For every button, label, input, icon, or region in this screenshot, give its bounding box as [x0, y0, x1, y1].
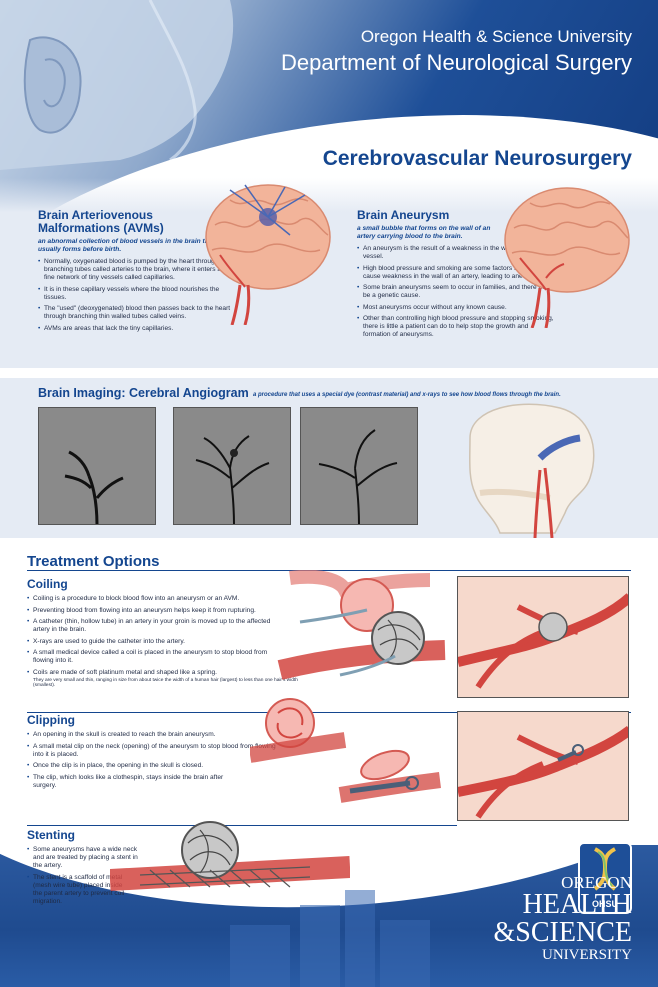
- logo-badge-text: OHSU: [591, 899, 618, 909]
- aneurysm-bullet-list: An aneurysm is the result of a weakness …: [357, 245, 557, 339]
- logo-science: &SCIENCE: [493, 917, 632, 948]
- list-item: High blood pressure and smoking are some…: [357, 265, 557, 281]
- logo-health: HEALTH: [522, 889, 632, 920]
- avm-subtitle: an abnormal collection of blood vessels …: [38, 238, 215, 253]
- list-item: Coils are made of soft platinum metal an…: [27, 669, 312, 689]
- list-item: Preventing blood from flowing into an an…: [27, 607, 312, 615]
- stenting-section: Stenting Some aneurysms have a wide neck…: [27, 828, 187, 909]
- avm-section: Brain Arteriovenous Malformations (AVMs)…: [38, 209, 308, 336]
- logo-oregon: OREGON: [561, 873, 632, 892]
- university-name: Oregon Health & Science University: [360, 27, 632, 46]
- list-item: The stent is a scaffold of metal (mesh w…: [27, 874, 127, 906]
- list-item: The "used" (deoxygenated) blood then pas…: [38, 305, 233, 321]
- stenting-divider: [27, 825, 457, 826]
- list-item: Other than controlling high blood pressu…: [357, 315, 557, 339]
- clipping-title: Clipping: [27, 713, 75, 727]
- avm-title-line2: Malformations (AVMs): [38, 221, 164, 235]
- list-item: It is in these capillary vessels where t…: [38, 286, 233, 302]
- head-profile-illustration: [0, 0, 234, 170]
- list-item: A catheter (thin, hollow tube) in an art…: [27, 618, 287, 634]
- aneurysm-subtitle: a small bubble that forms on the wall of…: [357, 225, 491, 240]
- treatment-divider: [27, 570, 631, 571]
- angiogram-image-3: [300, 407, 418, 525]
- clipping-illustration: [250, 698, 441, 803]
- clipping-section: Clipping An opening in the skull is crea…: [27, 713, 317, 793]
- coiling-section: Coiling Coiling is a procedure to block …: [27, 577, 317, 692]
- aneurysm-section: Brain Aneurysm a small bubble that forms…: [357, 209, 557, 343]
- list-item: An aneurysm is the result of a weakness …: [357, 245, 557, 261]
- ohsu-logo-badge: OHSU: [578, 842, 632, 914]
- coiling-note: They are very small and thin, ranging in…: [33, 677, 298, 689]
- imaging-title: Brain Imaging: Cerebral Angiogram: [38, 386, 249, 400]
- imaging-subtitle: a procedure that uses a special dye (con…: [253, 392, 561, 398]
- clipping-bullet-list: An opening in the skull is created to re…: [27, 731, 277, 790]
- treatment-title: Treatment Options: [27, 553, 160, 570]
- department-name: Department of Neurological Surgery: [281, 50, 632, 75]
- dna-helix-icon: [593, 847, 617, 891]
- skull-angiogram-illustration: [468, 403, 595, 538]
- logo-university: UNIVERSITY: [542, 947, 632, 963]
- stenting-title: Stenting: [27, 828, 75, 842]
- avm-title-line1: Brain Arteriovenous: [38, 208, 153, 222]
- angiogram-image-1: [38, 407, 156, 525]
- list-item: AVMs are areas that lack the tiny capill…: [38, 325, 233, 333]
- stenting-illustration: [110, 821, 350, 891]
- city-skyline-illustration: [230, 890, 430, 987]
- list-item: A small metal clip on the neck (opening)…: [27, 743, 277, 759]
- aneurysm-title: Brain Aneurysm: [357, 208, 450, 222]
- list-item: Most aneurysms occur without any known c…: [357, 304, 557, 312]
- angiogram-image-2: [173, 407, 291, 525]
- list-item: Some brain aneurysms seem to occur in fa…: [357, 284, 557, 300]
- coiling-bullet-list: Coiling is a procedure to block blood fl…: [27, 595, 312, 689]
- coiling-closeup-image: [457, 576, 629, 698]
- aneurysm-brain-illustration: [504, 187, 630, 328]
- avm-brain-illustration: [205, 184, 331, 325]
- coiling-illustration: [277, 570, 446, 680]
- list-item: X-rays are used to guide the catheter in…: [27, 638, 312, 646]
- list-item: A small medical device called a coil is …: [27, 649, 287, 665]
- stenting-bullet-list: Some aneurysms have a wide neck and are …: [27, 846, 142, 906]
- list-item: Coiling is a procedure to block blood fl…: [27, 595, 312, 603]
- clipping-closeup-image: [457, 711, 629, 821]
- list-item: Once the clip is in place, the opening i…: [27, 762, 277, 770]
- coiling-bullet-text: Coils are made of soft platinum metal an…: [33, 668, 217, 676]
- clipping-divider: [27, 712, 631, 713]
- page-title: Cerebrovascular Neurosurgery: [322, 147, 632, 170]
- avm-bullet-list: Normally, oxygenated blood is pumped by …: [38, 258, 233, 333]
- list-item: An opening in the skull is created to re…: [27, 731, 277, 739]
- list-item: The clip, which looks like a clothespin,…: [27, 774, 227, 790]
- list-item: Normally, oxygenated blood is pumped by …: [38, 258, 233, 282]
- coiling-title: Coiling: [27, 577, 68, 591]
- list-item: Some aneurysms have a wide neck and are …: [27, 846, 142, 870]
